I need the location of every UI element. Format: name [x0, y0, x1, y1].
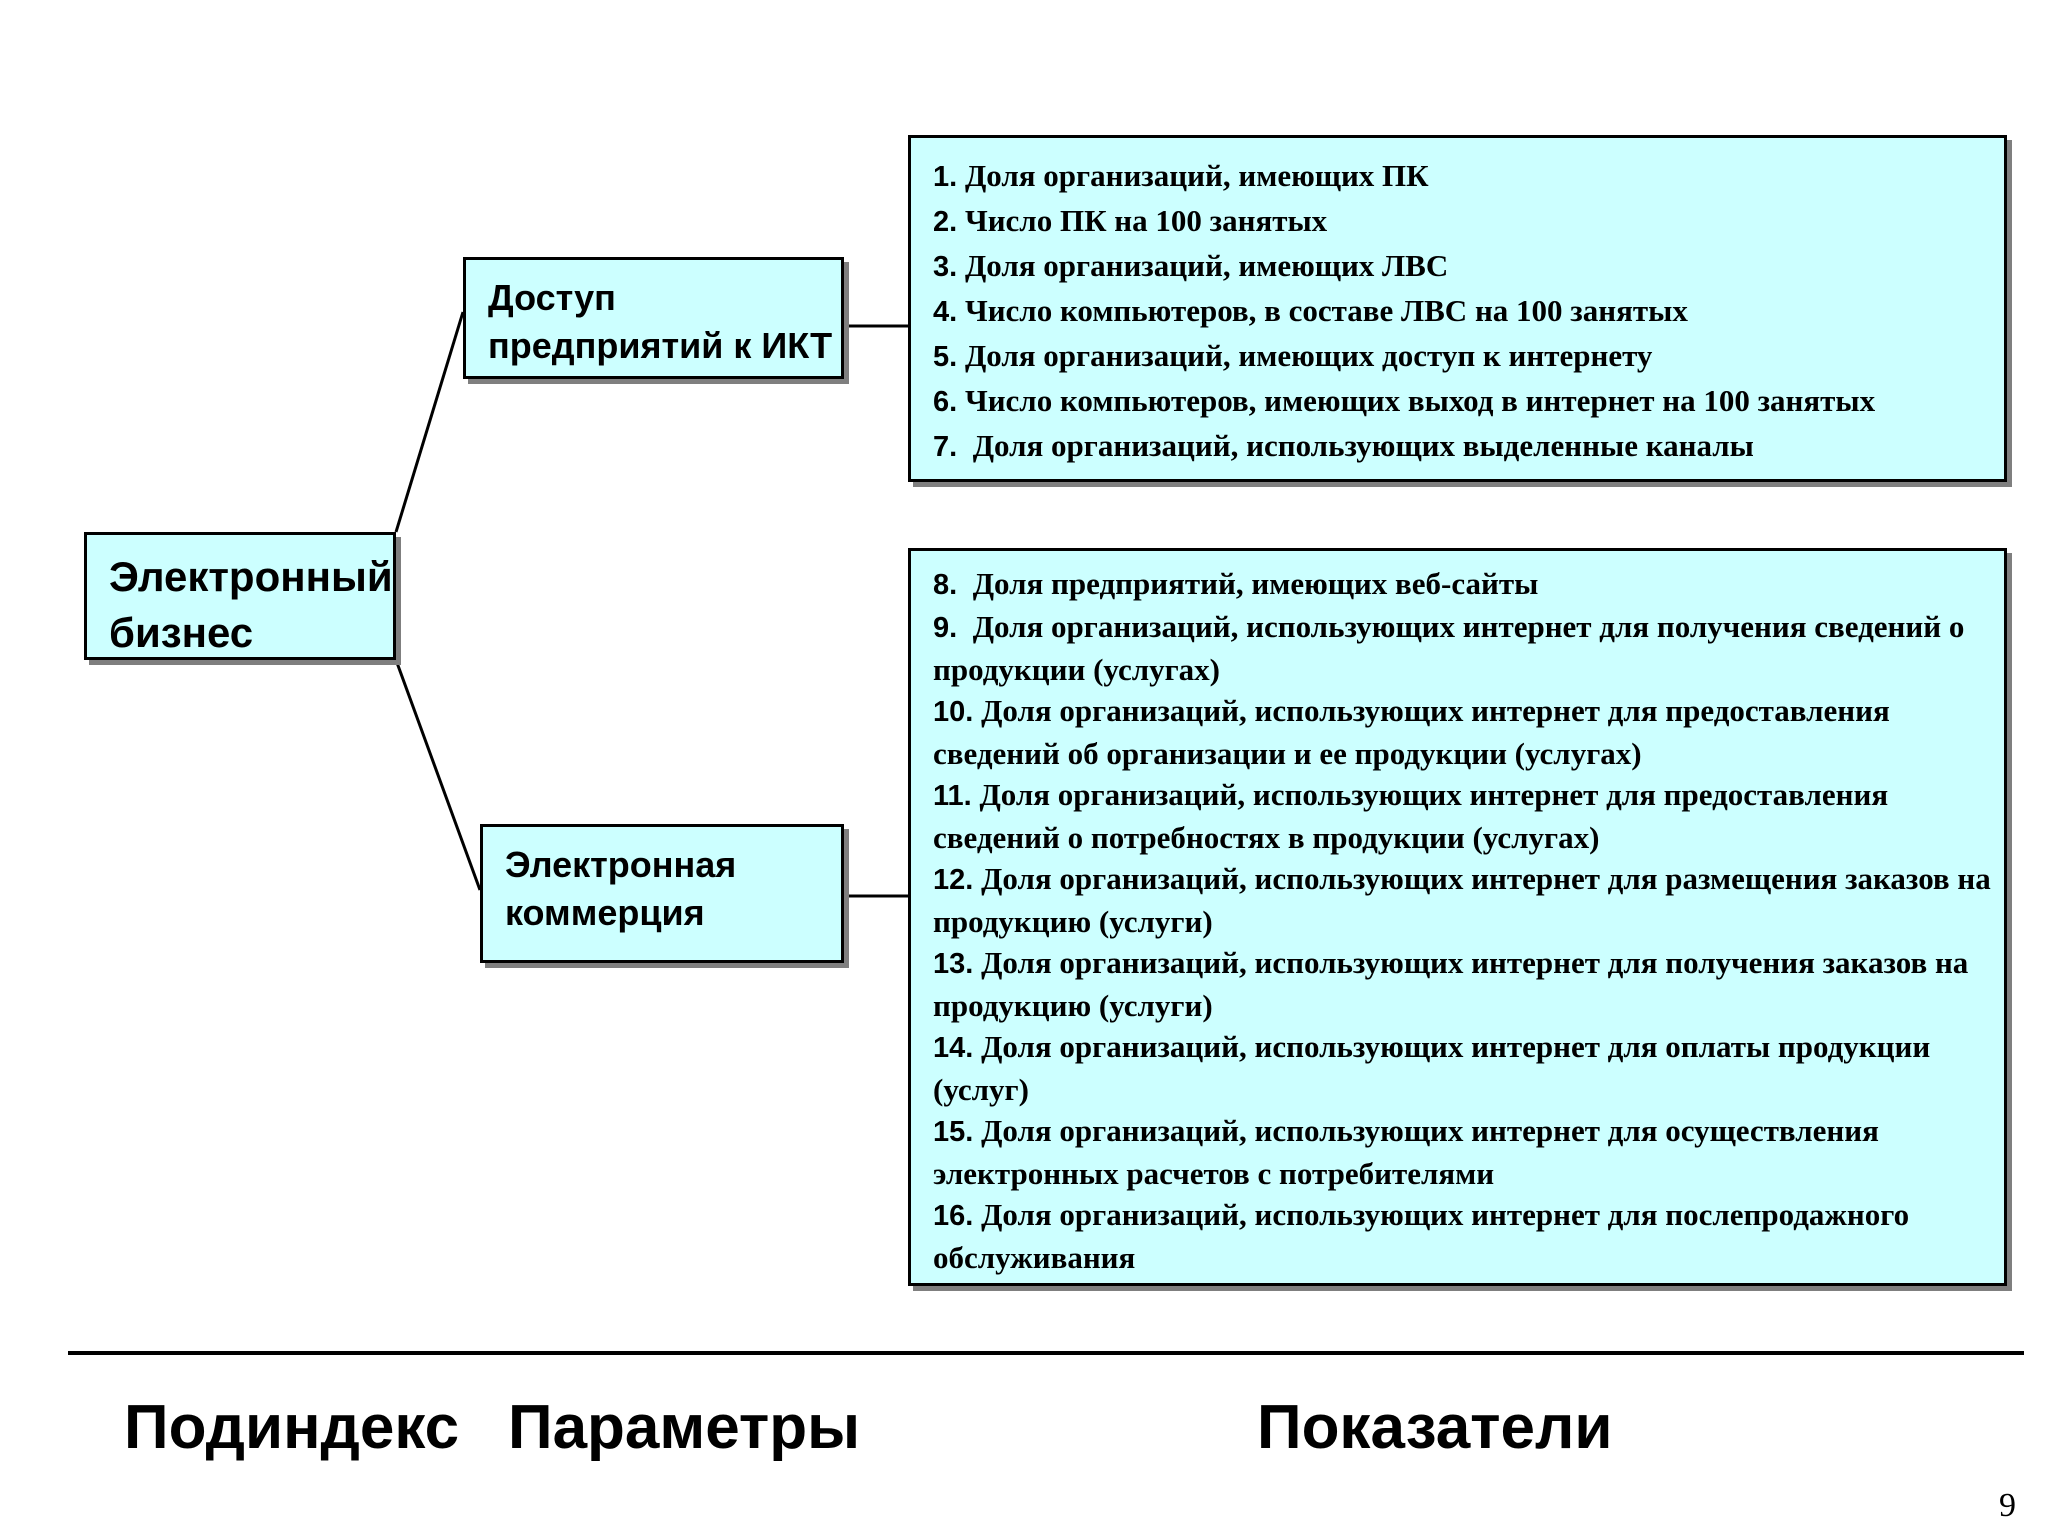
indicator-text: Число ПК на 100 занятых: [957, 203, 1328, 238]
indicator-number: 11.: [933, 780, 972, 812]
subindex-node-label: Электронный бизнес: [109, 553, 393, 656]
indicator-item: 1. Доля организаций, имеющих ПК: [933, 154, 1994, 199]
indicator-number: 8.: [933, 569, 958, 601]
indicator-text: Доля организаций, использующих выделенны…: [957, 428, 1754, 463]
indicator-number: 7.: [933, 431, 958, 463]
parameter-node-label: Электронная коммерция: [505, 844, 737, 933]
indicator-text: Доля предприятий, имеющих веб-сайты: [957, 566, 1539, 601]
indicator-number: 10.: [933, 696, 974, 728]
footer-divider: [68, 1351, 2024, 1355]
indicator-number: 13.: [933, 948, 974, 980]
indicator-list: 1. Доля организаций, имеющих ПК 2. Число…: [933, 154, 1994, 469]
indicator-number: 1.: [933, 161, 958, 193]
indicator-item: 15. Доля организаций, использующих интер…: [933, 1110, 1994, 1194]
indicator-number: 12.: [933, 864, 974, 896]
indicator-item: 14. Доля организаций, использующих интер…: [933, 1026, 1994, 1110]
page-number: 9: [1999, 1487, 2016, 1524]
indicator-text: Доля организаций, имеющих ЛВС: [957, 248, 1449, 283]
indicator-text: Число компьютеров, в составе ЛВС на 100 …: [957, 293, 1688, 328]
footer-label-subindex: Подиндекс: [124, 1393, 460, 1462]
indicator-list: 8. Доля предприятий, имеющих веб-сайты 9…: [933, 563, 1994, 1278]
indicator-item: 8. Доля предприятий, имеющих веб-сайты: [933, 563, 1994, 606]
indicator-item: 2. Число ПК на 100 занятых: [933, 199, 1994, 244]
indicator-item: 5. Доля организаций, имеющих доступ к ин…: [933, 334, 1994, 379]
connector-root-to-commerce: [394, 659, 482, 891]
connector-root-to-access: [394, 311, 465, 533]
indicator-text: Доля организаций, использующих интернет …: [933, 945, 1977, 1023]
indicator-text: Доля организаций, использующих интернет …: [933, 693, 1898, 771]
indicator-number: 16.: [933, 1200, 974, 1232]
footer-label-indicators: Показатели: [1257, 1393, 1613, 1462]
indicator-item: 11. Доля организаций, использующих интер…: [933, 774, 1994, 858]
parameter-node-label: Доступ предприятий к ИКТ: [488, 277, 833, 366]
indicator-number: 3.: [933, 251, 958, 283]
indicator-text: Доля организаций, имеющих ПК: [957, 158, 1429, 193]
footer-label-parameters: Параметры: [508, 1393, 861, 1462]
indicator-number: 5.: [933, 341, 958, 373]
indicator-text: Доля организаций, имеющих доступ к интер…: [957, 338, 1653, 373]
indicator-item: 9. Доля организаций, использующих интерн…: [933, 606, 1994, 690]
indicators-box-ict-access: 1. Доля организаций, имеющих ПК 2. Число…: [908, 135, 2007, 482]
subindex-node-e-business: Электронный бизнес: [84, 532, 396, 660]
indicator-item: 3. Доля организаций, имеющих ЛВС: [933, 244, 1994, 289]
indicator-text: Доля организаций, использующих интернет …: [933, 1197, 1917, 1275]
indicator-text: Число компьютеров, имеющих выход в интер…: [957, 383, 1876, 418]
indicator-item: 16. Доля организаций, использующих интер…: [933, 1194, 1994, 1278]
indicator-text: Доля организаций, использующих интернет …: [933, 1029, 1938, 1107]
indicator-number: 14.: [933, 1032, 974, 1064]
indicator-number: 15.: [933, 1116, 974, 1148]
indicator-item: 13. Доля организаций, использующих интер…: [933, 942, 1994, 1026]
indicator-number: 9.: [933, 612, 958, 644]
parameter-node-ict-access: Доступ предприятий к ИКТ: [463, 257, 844, 379]
indicator-text: Доля организаций, использующих интернет …: [933, 777, 1896, 855]
indicator-number: 4.: [933, 296, 958, 328]
indicator-text: Доля организаций, использующих интернет …: [933, 861, 1999, 939]
indicator-text: Доля организаций, использующих интернет …: [933, 609, 1973, 687]
indicator-item: 10. Доля организаций, использующих интер…: [933, 690, 1994, 774]
indicator-item: 4. Число компьютеров, в составе ЛВС на 1…: [933, 289, 1994, 334]
indicator-item: 6. Число компьютеров, имеющих выход в ин…: [933, 379, 1994, 424]
parameter-node-e-commerce: Электронная коммерция: [480, 824, 844, 963]
indicator-item: 12. Доля организаций, использующих интер…: [933, 858, 1994, 942]
indicator-number: 2.: [933, 206, 958, 238]
indicator-item: 7. Доля организаций, использующих выделе…: [933, 424, 1994, 469]
indicators-box-e-commerce: 8. Доля предприятий, имеющих веб-сайты 9…: [908, 548, 2007, 1286]
indicator-number: 6.: [933, 386, 958, 418]
indicator-text: Доля организаций, использующих интернет …: [933, 1113, 1887, 1191]
